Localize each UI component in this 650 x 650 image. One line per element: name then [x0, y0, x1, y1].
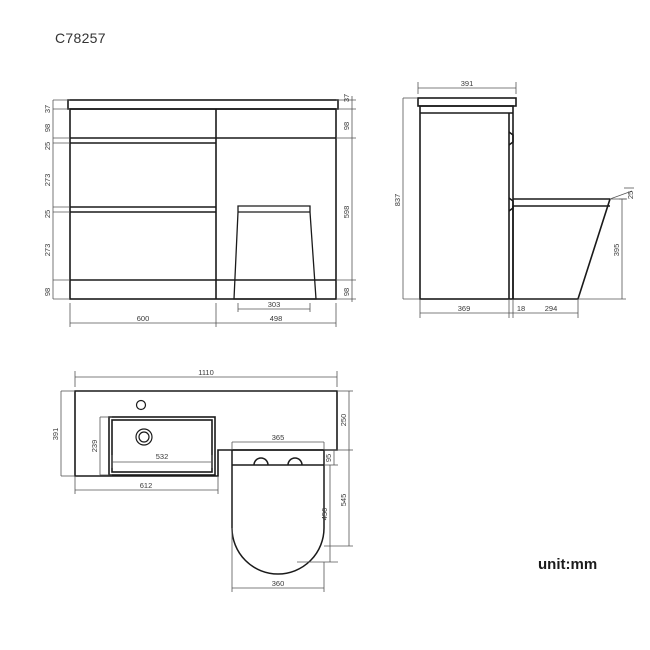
dim-plan-532: 532: [156, 452, 169, 461]
dim-front-right-3: 598: [342, 206, 351, 219]
dim-side-294: 294: [545, 304, 558, 313]
unit-note: unit:mm: [538, 556, 598, 573]
dim-plan-1110: 1110: [198, 368, 214, 377]
front-left-dim-chain: [52, 99, 70, 300]
dim-front-left-5: 25: [43, 210, 52, 218]
plan-basin-width-dim: [111, 455, 213, 468]
dim-plan-360: 360: [272, 579, 285, 588]
dim-side-395: 395: [612, 244, 621, 257]
plan-right-dim-chain: [324, 390, 353, 547]
dim-front-right-2: 98: [342, 122, 351, 130]
side-bottom-dim-chain: [419, 299, 579, 318]
side-right-dim-labels: 25 395: [612, 191, 635, 256]
dim-plan-95: 95: [324, 454, 333, 462]
plan-toilet-sub-dims: [297, 449, 338, 563]
dim-front-left-6: 273: [43, 244, 52, 257]
plan-left-dim: [60, 390, 75, 477]
plan-bowl-width-dim: [231, 528, 325, 592]
dim-plan-450: 450: [320, 508, 329, 521]
drain-outer-icon: [135, 428, 153, 446]
dim-front-left-1: 37: [43, 105, 52, 113]
dim-plan-250: 250: [339, 414, 348, 427]
plan-toilet-sub-labels: 95 450: [320, 454, 333, 520]
tap-hole-icon: [135, 399, 147, 411]
dim-side-837: 837: [393, 194, 402, 207]
dim-front-bottom-303: 303: [268, 300, 281, 309]
side-top-dim: [417, 82, 517, 94]
dim-plan-545: 545: [339, 494, 348, 507]
plan-right-dim-labels: 250 545: [339, 414, 348, 507]
dim-front-left-7: 98: [43, 288, 52, 296]
dim-side-391: 391: [461, 79, 474, 88]
front-left-dim-labels: 37 98 25 273 25 273 98: [43, 105, 52, 296]
dim-front-left-2: 98: [43, 124, 52, 132]
dim-plan-365: 365: [272, 433, 285, 442]
side-bottom-dim-labels: 369 18 294: [458, 304, 558, 313]
side-outline: [417, 97, 611, 300]
front-bottom-dim-chain: [69, 303, 337, 327]
plan-basin-fixtures: [135, 399, 153, 446]
front-bottom-dim-labels: 303 600 498: [137, 300, 283, 323]
hinge-right-icon: [287, 457, 303, 466]
side-left-dim: [402, 97, 420, 300]
side-right-dim: [578, 187, 634, 300]
dim-side-18: 18: [517, 304, 525, 313]
plan-toilet-width-dim: [231, 441, 325, 450]
plan-top-dim: [74, 371, 338, 387]
plan-outline: [74, 390, 338, 477]
dim-plan-239: 239: [90, 440, 99, 453]
drain-inner-icon: [138, 431, 150, 443]
dim-side-25: 25: [626, 191, 635, 199]
dim-front-bottom-498: 498: [270, 314, 283, 323]
dim-side-369: 369: [458, 304, 471, 313]
plan-outer-width-dim: [74, 476, 219, 494]
dim-plan-612: 612: [140, 481, 153, 490]
front-right-dim-labels: 37 98 598 98: [342, 94, 351, 296]
dim-front-bottom-600: 600: [137, 314, 150, 323]
front-right-dim-chain: [336, 96, 356, 302]
dim-front-left-4: 273: [43, 174, 52, 187]
dim-front-right-1: 37: [342, 94, 351, 102]
front-outline: [67, 99, 339, 300]
plan-toilet-seat: [231, 449, 325, 575]
hinge-left-icon: [253, 457, 269, 466]
front-toilet-silhouette: [233, 205, 317, 300]
dim-front-right-4: 98: [342, 288, 351, 296]
page-title: C78257: [55, 30, 106, 46]
plan-basin-depth-dim: [99, 416, 112, 476]
dim-front-left-3: 25: [43, 142, 52, 150]
dim-plan-391: 391: [51, 428, 60, 441]
